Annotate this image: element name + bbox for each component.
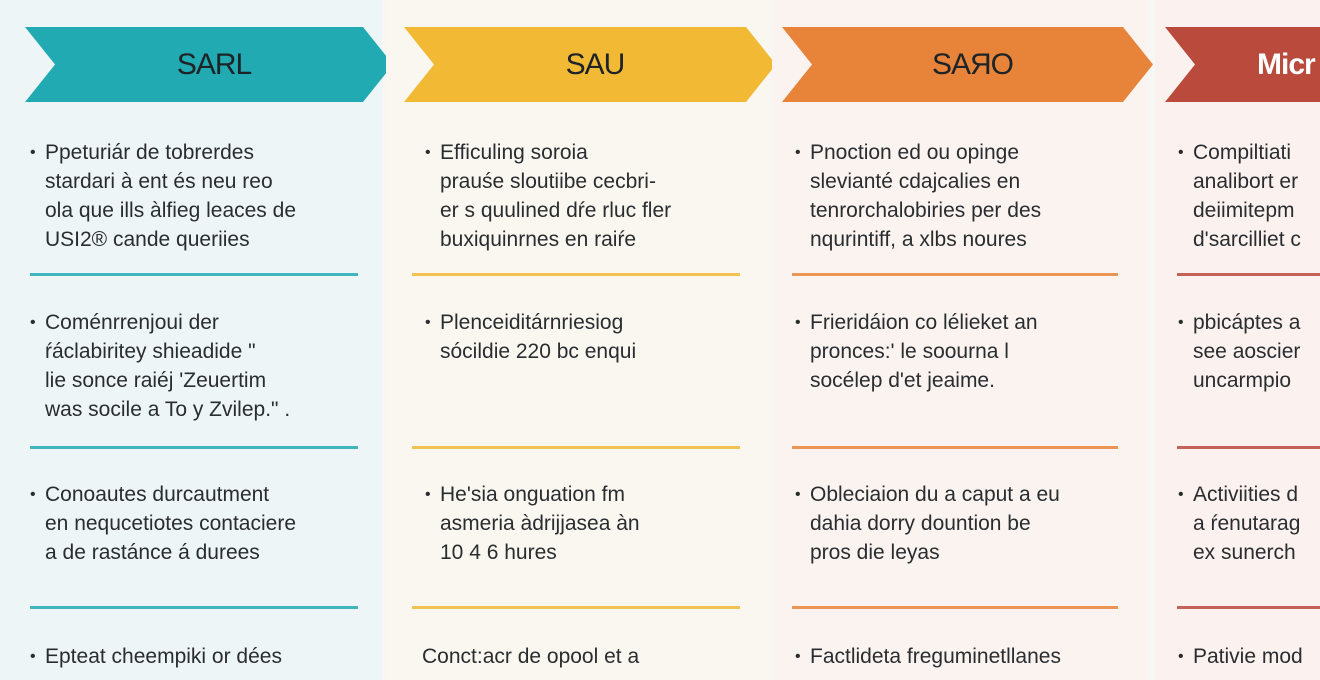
item-text-line: Obleciaion du a caput a eu — [810, 483, 1060, 506]
list-item: • Compiltiati analibort er deiimitepm d'sarc… — [1178, 138, 1301, 254]
list-item: • Conoautes durcautment en nequcetiotes co… — [30, 480, 297, 567]
bullet-icon: • — [1178, 648, 1184, 665]
list-item: • Activiities d a ŕenutarag ex sunerch — [1178, 480, 1301, 567]
item-text-line: Plenceiditárnriesiog — [440, 311, 624, 334]
divider — [1177, 273, 1320, 276]
divider — [30, 606, 358, 609]
list-item: • Epteat cheempiki or dées — [30, 642, 282, 671]
bullet-icon: • — [1178, 144, 1184, 161]
list-item: • Efficuling soroia prauśe sloutiibe cecbr… — [425, 138, 672, 254]
item-text-line: nqurintiff, a xlbs noures — [810, 228, 1027, 251]
column-header-arrow: SAU — [404, 27, 776, 102]
item-text-line: analibort er — [1193, 170, 1299, 193]
item-text-line: USI2® cande queriies — [45, 228, 250, 251]
divider — [792, 606, 1118, 609]
item-text-line: lie sonce raiéj 'Zeuertim — [45, 369, 267, 392]
divider — [30, 446, 358, 449]
list-item: • pbicáptes a see aoscier uncarmpio — [1178, 308, 1301, 395]
item-text-line: buxiquinrnes en raiŕe — [440, 228, 637, 251]
list-item: • Frieridáion co lélieket an pronces:' le … — [795, 308, 1038, 395]
item-text-line: Activiities d — [1193, 483, 1299, 506]
item-text-line: asmeria àdrijjasea àn — [440, 512, 640, 535]
item-text-line: ŕáclabiritey shieadide " — [45, 340, 256, 363]
item-text-line: deiimitepm — [1193, 199, 1295, 222]
item-text-line: pbicáptes a — [1193, 311, 1301, 334]
bullet-icon: • — [795, 486, 801, 503]
list-item: • Factlideta freguminetllanes — [795, 642, 1061, 671]
column-header-arrow: SAЯO — [782, 27, 1153, 102]
bullet-icon: • — [795, 648, 801, 665]
item-text-line: dahia dorry dountion be — [810, 512, 1031, 535]
divider — [1177, 446, 1320, 449]
item-text-line: Coménrrenjoui der — [45, 311, 219, 334]
item-text-line: Pnoction ed ou opinge — [810, 141, 1020, 164]
bullet-icon: • — [795, 144, 801, 161]
item-text-line: pronces:' le soourna l — [810, 340, 1009, 363]
item-text-line: was socile a To y Zvilep." . — [45, 398, 291, 421]
item-text-line: Conct:acr de opool et a — [422, 645, 640, 668]
item-text-line: Pativie mod — [1193, 645, 1303, 668]
bullet-icon: • — [1178, 486, 1184, 503]
item-text-line: a de rastánce á durees — [45, 541, 260, 564]
divider — [412, 446, 740, 449]
bullet-icon: • — [795, 314, 801, 331]
bullet-icon: • — [425, 314, 431, 331]
divider — [792, 446, 1118, 449]
item-text-line: Factlideta freguminetllanes — [810, 645, 1061, 668]
item-text-line: a ŕenutarag — [1193, 512, 1301, 535]
list-item: • Pativie mod — [1178, 642, 1303, 671]
divider — [412, 273, 740, 276]
item-text-line: uncarmpio — [1193, 369, 1292, 392]
item-text-line: stardari à ent és neu reo — [45, 170, 273, 193]
item-text-line: en nequcetiotes contaciere — [45, 512, 297, 535]
item-text-line: tenrorchalobiries per des — [810, 199, 1042, 222]
item-text-line: slevianté cdajcalies en — [810, 170, 1021, 193]
item-text-line: Epteat cheempiki or dées — [45, 645, 282, 668]
divider — [792, 273, 1118, 276]
item-text-line: Ppeturiár de tobrerdes — [45, 141, 254, 164]
item-text-line: see aoscier — [1193, 340, 1301, 363]
item-text-line: Efficuling soroia — [440, 141, 588, 164]
bullet-icon: • — [1178, 314, 1184, 331]
column-header-arrow: SARL — [25, 27, 393, 102]
item-text-line: d'sarcilliet c — [1193, 228, 1301, 251]
list-item: • Plenceiditárnriesiog sócildie 220 bc enq… — [425, 308, 637, 366]
list-item: • Coménrrenjoui der ŕáclabiritey shieadide… — [30, 308, 291, 424]
divider — [30, 273, 358, 276]
list-item: • Pnoction ed ou opinge slevianté cdajcali… — [795, 138, 1042, 254]
item-text-line: Compiltiati — [1193, 141, 1292, 164]
bullet-icon: • — [30, 648, 36, 665]
bullet-icon: • — [30, 486, 36, 503]
list-item: • Obleciaion du a caput a eu dahia dorry d… — [795, 480, 1060, 567]
list-item: • Ppeturiár de tobrerdes stardari à ent és… — [30, 138, 296, 254]
column-header-arrow: Micr — [1165, 27, 1320, 102]
item-text-line: ex sunerch — [1193, 541, 1296, 564]
divider — [1177, 606, 1320, 609]
column-micr: Micr • Compiltiati analibort er deiimitepm d'… — [1155, 0, 1320, 680]
item-text-line: ola que ills àlfieg leaces de — [45, 199, 296, 222]
item-text-line: er s quulined dŕe rluc fler — [440, 199, 672, 222]
item-text-line: He'sia onguation fm — [440, 483, 625, 506]
item-text-line: 10 4 6 hures — [440, 541, 557, 564]
list-item: • He'sia onguation fm asmeria àdrijjasea à… — [425, 480, 640, 567]
item-text-line: socélep d'et jeaime. — [810, 369, 995, 392]
bullet-icon: • — [425, 486, 431, 503]
item-text-line: Frieridáion co lélieket an — [810, 311, 1038, 334]
divider — [412, 606, 740, 609]
item-text-line: Conoautes durcautment — [45, 483, 270, 506]
item-text-line: prauśe sloutiibe cecbri- — [440, 170, 656, 193]
bullet-icon: • — [425, 144, 431, 161]
list-item: Conct:acr de opool et a — [422, 642, 639, 671]
item-text-line: sócildie 220 bc enqui — [440, 340, 637, 363]
bullet-icon: • — [30, 314, 36, 331]
bullet-icon: • — [30, 144, 36, 161]
item-text-line: pros die leyas — [810, 541, 940, 564]
